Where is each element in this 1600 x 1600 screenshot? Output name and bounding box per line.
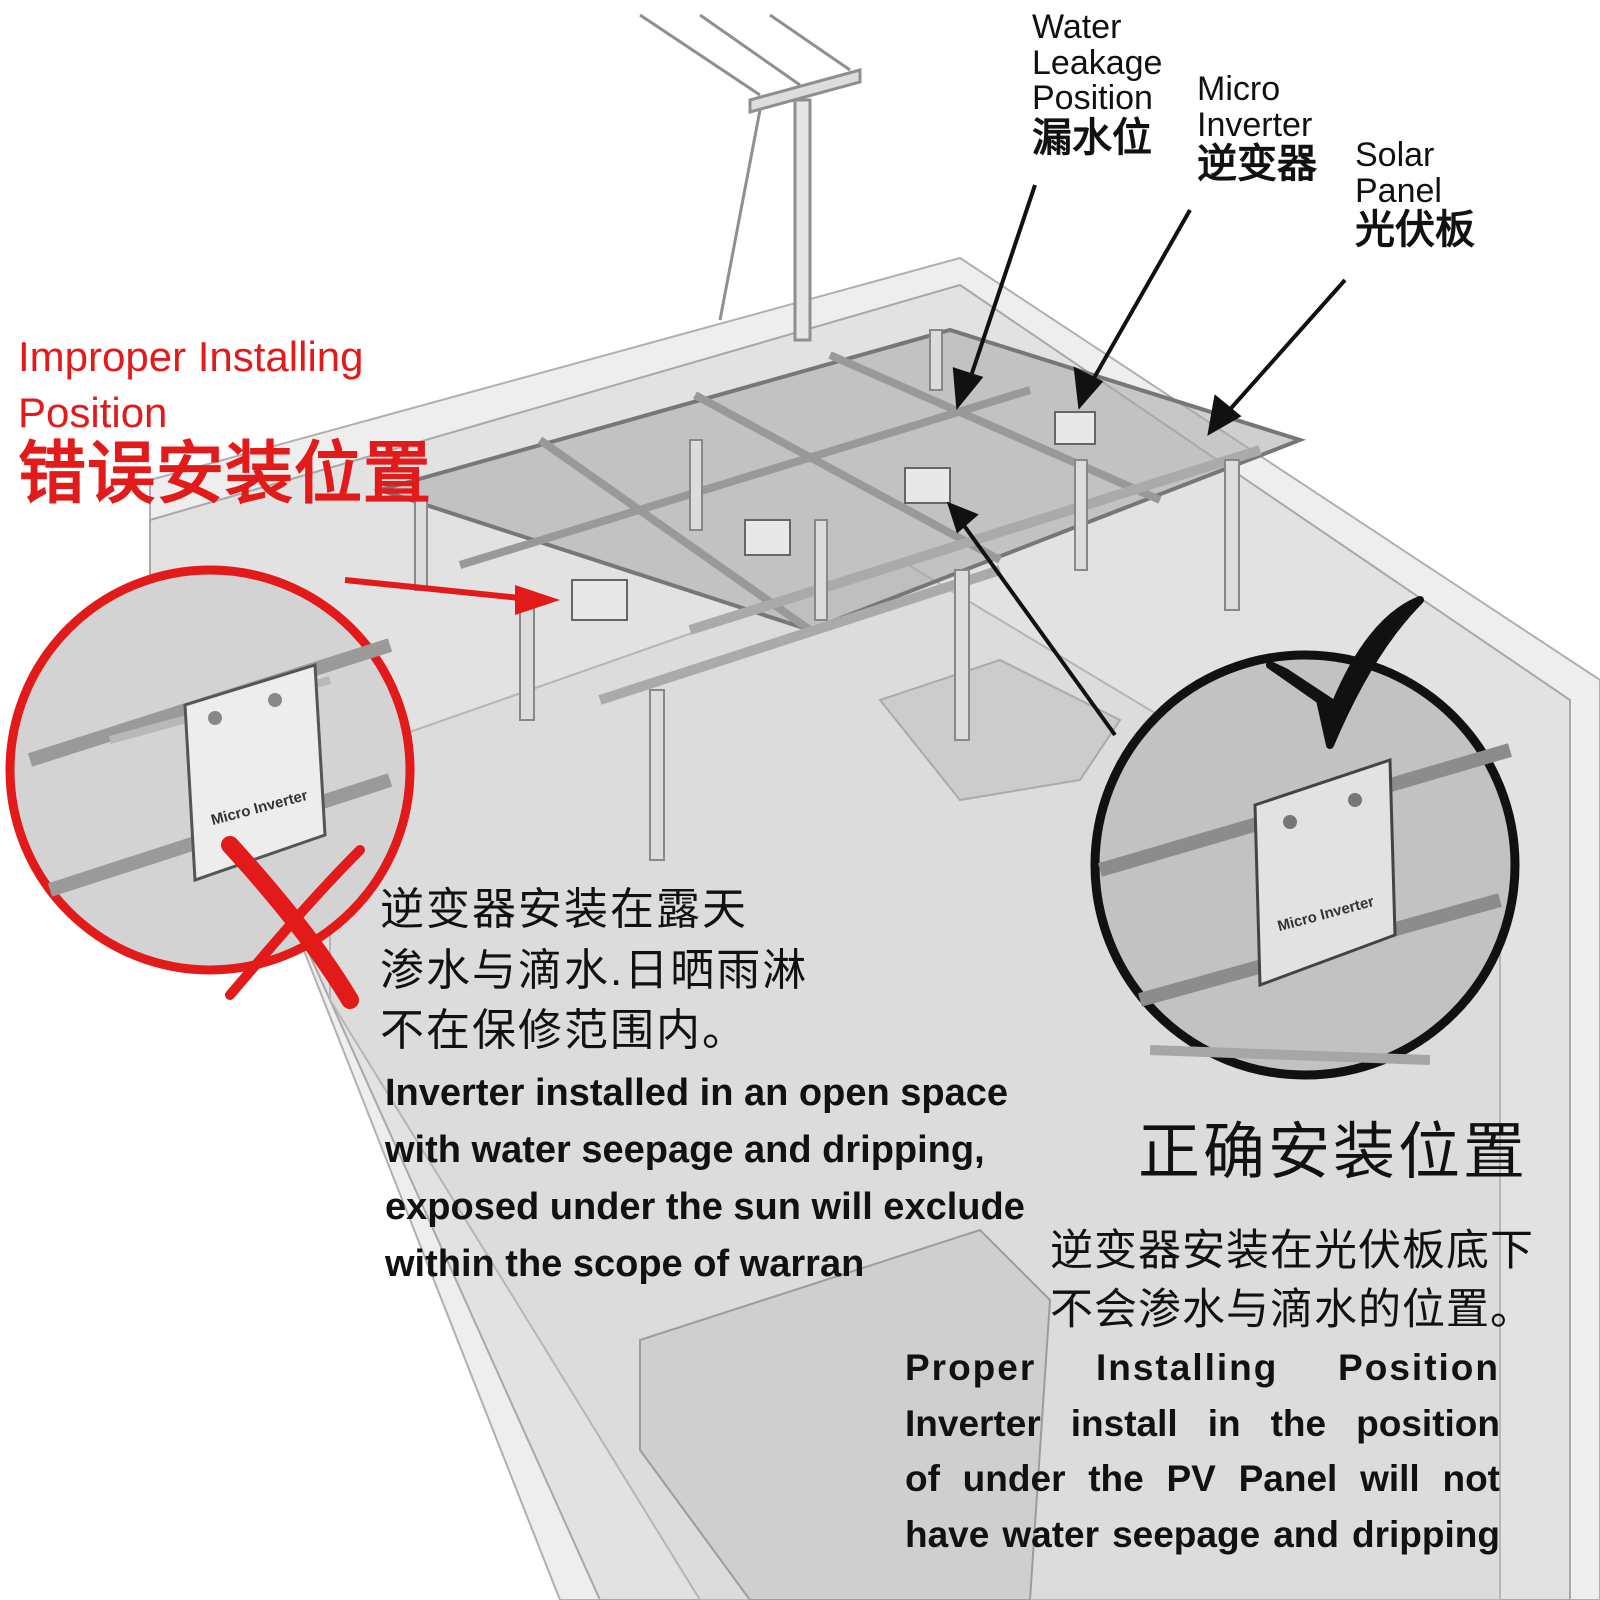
improper-description-en: Inverter installed in an open space with… bbox=[385, 1065, 1025, 1293]
cross-mark-icon bbox=[221, 836, 365, 1009]
improper-title-line: Improper Installing bbox=[18, 333, 364, 380]
label-cn: 逆变器 bbox=[1197, 142, 1317, 187]
desc-line: 不会渗水与滴水的位置。 bbox=[1050, 1286, 1534, 1335]
label-line: Leakage bbox=[1032, 43, 1163, 82]
wrong-zoom-circle: Micro Inverter bbox=[5, 565, 415, 1009]
desc-line: within the scope of warran bbox=[385, 1243, 865, 1285]
desc-line: Inverter installed in an open space bbox=[385, 1072, 1008, 1114]
label-solar-panel: Solar Panel 光伏板 bbox=[1355, 136, 1475, 253]
micro-inverter-device-correct: Micro Inverter bbox=[1253, 757, 1397, 988]
proper-title-en: Proper Installing Position bbox=[905, 1347, 1500, 1388]
improper-title-line: Position bbox=[18, 389, 168, 437]
improper-description-cn: 逆变器安装在露天 渗水与滴水.日晒雨淋 不在保修范围内。 bbox=[380, 880, 808, 1062]
correct-zoom-circle: Micro Inverter bbox=[1090, 596, 1520, 1080]
support-legs bbox=[414, 329, 1240, 861]
improper-heading: Improper Installing Position 错误安装位置 bbox=[18, 333, 433, 513]
desc-line: with water seepage and dripping, bbox=[385, 1129, 985, 1171]
label-cn: 光伏板 bbox=[1355, 208, 1475, 253]
proper-description-cn: 逆变器安装在光伏板底下 不会渗水与滴水的位置。 bbox=[1050, 1222, 1534, 1341]
inverter-markers bbox=[571, 411, 1096, 621]
desc-line: 逆变器安装在光伏板底下 bbox=[1050, 1227, 1534, 1275]
label-line: Inverter bbox=[1197, 105, 1313, 144]
label-cn: 漏水位 bbox=[1032, 116, 1152, 161]
label-line: Solar bbox=[1355, 136, 1435, 174]
desc-line: have water seepage and dripping bbox=[905, 1513, 1500, 1555]
desc-line: 渗水与滴水.日晒雨淋 bbox=[380, 945, 809, 995]
desc-line: 逆变器安装在露天 bbox=[380, 885, 748, 934]
check-mark-icon bbox=[1266, 596, 1424, 749]
label-micro-inverter: Micro Inverter 逆变器 bbox=[1197, 70, 1317, 187]
overhead-pole bbox=[639, 13, 862, 342]
proper-title-cn: 正确安装位置 bbox=[1138, 1118, 1529, 1187]
desc-line: Inverter install in the position bbox=[905, 1402, 1500, 1444]
label-line: Panel bbox=[1355, 171, 1442, 210]
micro-inverter-device-wrong: Micro Inverter bbox=[183, 663, 327, 883]
label-line: Position bbox=[1032, 79, 1153, 118]
desc-line: of under the PV Panel will not bbox=[905, 1458, 1500, 1499]
wrong-arrow bbox=[344, 577, 560, 615]
improper-title-cn: 错误安装位置 bbox=[18, 436, 433, 513]
label-water-leakage: Water Leakage Position 漏水位 bbox=[1032, 8, 1163, 161]
label-line: Water bbox=[1032, 8, 1122, 46]
desc-line: 不在保修范围内。 bbox=[380, 1006, 748, 1056]
desc-line: exposed under the sun will exclude bbox=[385, 1186, 1025, 1228]
proper-description-en: Proper Installing Position Inverter inst… bbox=[905, 1340, 1500, 1562]
callout-arrows bbox=[946, 184, 1347, 737]
label-line: Micro bbox=[1197, 70, 1281, 108]
solar-panel-array bbox=[373, 327, 1307, 705]
